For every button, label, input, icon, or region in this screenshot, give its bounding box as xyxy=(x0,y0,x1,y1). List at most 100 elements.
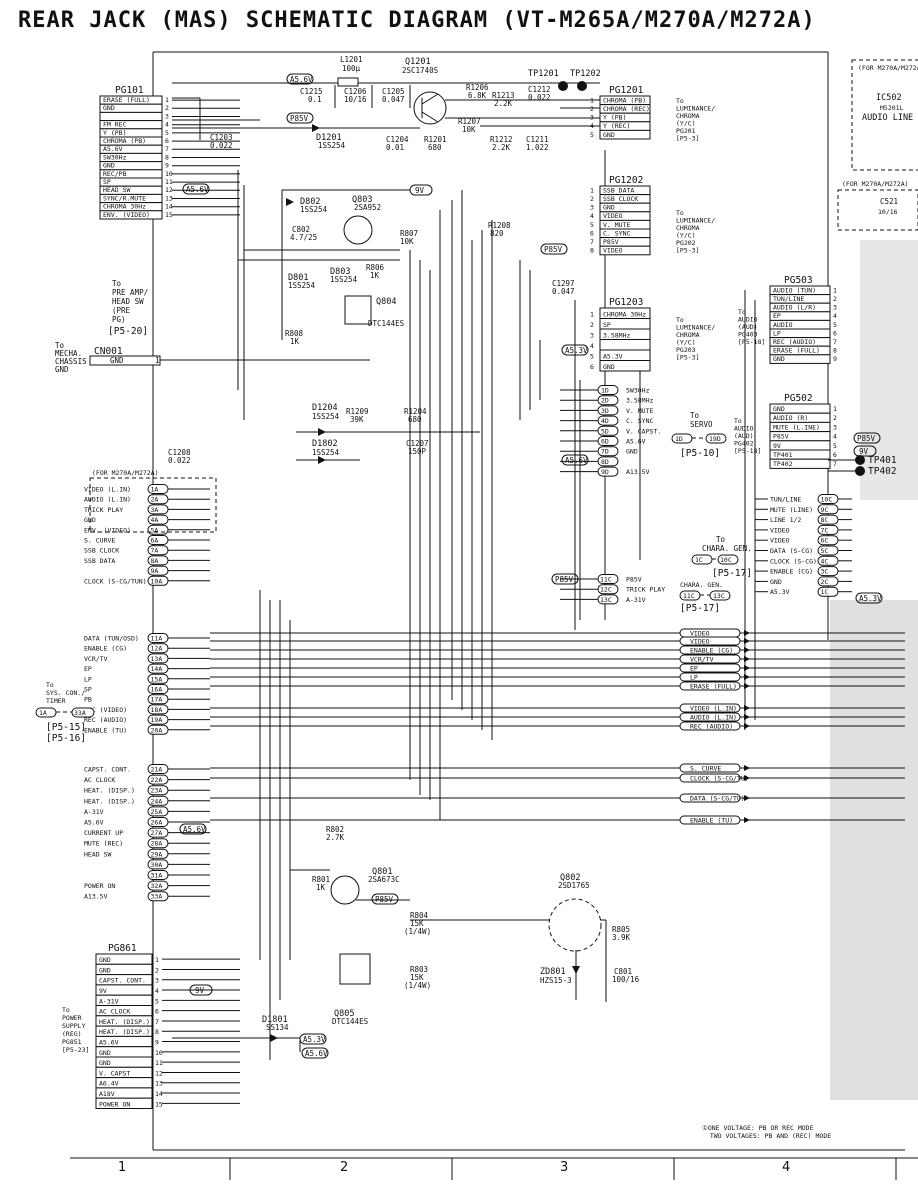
bus-tag xyxy=(679,636,741,646)
pg861-pin-num: 6 xyxy=(155,1008,159,1016)
syscon-a-oval-label: SSB CLOCK xyxy=(84,547,119,555)
q1201-stage: L1201 100μ Q1201 2SC1740S C1215 0.1 C120… xyxy=(172,55,601,152)
svg-text:To: To xyxy=(55,341,65,350)
syscon-b-oval-label: LP xyxy=(84,675,92,683)
d802-label: D802 xyxy=(300,197,320,207)
pg861-name: PG861 xyxy=(108,943,137,954)
charagen-right-oval-num: 7C xyxy=(821,526,829,534)
syscon-range-end-label: 33A xyxy=(74,709,86,717)
pg861-pin-num: 14 xyxy=(155,1090,163,1098)
svg-text:A5.3V: A5.3V xyxy=(565,346,588,355)
syscon-b-oval-label: EP xyxy=(84,665,92,673)
bus-label: DATA (S-CG/TU) xyxy=(690,795,745,803)
svg-text:PG): PG) xyxy=(112,315,126,324)
svg-text:0.022: 0.022 xyxy=(528,93,551,102)
pg101-pin-num: 2 xyxy=(165,104,169,112)
svg-text:TP402: TP402 xyxy=(868,466,897,477)
svg-text:C1203: C1203 xyxy=(210,133,233,142)
pg1203-pin-row xyxy=(599,360,651,372)
syscon-c-oval-label: MUTE (REC) xyxy=(84,840,123,848)
q804-label: Q804 xyxy=(376,297,396,307)
cn001-label: CN001 xyxy=(94,346,123,357)
pg502-pin-num: 5 xyxy=(833,442,837,450)
cn001: CN001 GND 1 To MECHA. CHASSIS GND xyxy=(55,341,370,374)
syscon-c-oval-num: 26A xyxy=(151,819,163,827)
svg-text:R805: R805 xyxy=(612,925,630,934)
pg502-pin-num: 3 xyxy=(833,423,837,431)
syscon-b-oval-label: REC (AUDIO) xyxy=(84,716,127,724)
q803-stage: D802 1SS254 C802 4.7/25 Q803 2SA952 R807… xyxy=(238,189,418,346)
svg-text:0.01: 0.01 xyxy=(386,143,404,152)
pg861-note-line: PG851 xyxy=(62,1038,82,1046)
pg1201-note-line: (Y/C) xyxy=(676,120,696,128)
pg503-pin-num: 7 xyxy=(833,338,837,346)
pg503-note-line: PG403 xyxy=(738,331,758,339)
charagen-oval-num: 13C xyxy=(600,596,612,604)
svg-text:P85V: P85V xyxy=(857,434,876,443)
svg-text:P85V: P85V xyxy=(375,895,394,904)
d803-label: D803 xyxy=(330,267,350,277)
charagen-right-page: [P5-17] xyxy=(712,568,752,579)
pg1202-pin-num: 6 xyxy=(590,229,594,237)
svg-text:CHASSIS: CHASSIS xyxy=(55,357,87,366)
charagen-page: [P5-17] xyxy=(680,603,720,614)
pg861-note-line: SUPPLY xyxy=(62,1022,86,1030)
pg861-pin-num: 12 xyxy=(155,1069,163,1077)
pg1202-pin-label: P85V xyxy=(603,238,619,246)
column-1: 1 xyxy=(118,1160,127,1175)
syscon-note-line: To xyxy=(46,681,54,689)
svg-text:(PRE: (PRE xyxy=(112,306,131,315)
svg-text:R1207: R1207 xyxy=(458,117,481,126)
bus-label: ENABLE (CG) xyxy=(690,647,733,655)
pg101-pin-num: 8 xyxy=(165,153,169,161)
pg503-pin-label: TUN/LINE xyxy=(773,295,804,303)
syscon-b-oval-label: VCR/TV xyxy=(84,655,108,663)
pg1201-pin-num: 5 xyxy=(590,131,594,139)
pg1201-pin-label: CHROMA (PB) xyxy=(603,96,646,104)
svg-text:R803: R803 xyxy=(410,965,428,974)
syscon-c-oval-label: HEAT. (DISP.) xyxy=(84,797,135,805)
pg503-pin-label: ERASE (FULL) xyxy=(773,347,820,355)
bus-label: EP xyxy=(690,665,698,673)
charagen-range-end-label: 13C xyxy=(713,592,725,600)
svg-text:SS134: SS134 xyxy=(266,1023,289,1032)
bus-tag xyxy=(679,681,741,691)
charagen-right-label: DATA (S-CG) xyxy=(770,547,813,555)
pg1201-note-line: PG201 xyxy=(676,127,696,135)
d1201-label: D1201 xyxy=(316,133,342,143)
zd801-label: ZD801 xyxy=(540,967,566,977)
svg-text:1SS254: 1SS254 xyxy=(300,205,328,214)
tp1201-dot xyxy=(558,81,568,91)
pg1202-pin-label: V. MUTE xyxy=(603,221,630,229)
pg502-note-line: PG402 xyxy=(734,440,754,448)
syscon-c-oval-num: 33A xyxy=(151,893,163,901)
charagen-right-label: GND xyxy=(770,578,782,586)
tp401-402: TP401 TP402 xyxy=(828,455,897,477)
q1201-label: Q1201 xyxy=(405,57,431,67)
charagen-right-oval-num: 1C xyxy=(821,588,829,596)
pg502-note-line: AUDIO xyxy=(734,425,754,433)
pg503-pin-label: GND xyxy=(773,355,785,363)
syscon-a-oval-label: CLOCK (S-CG/TUN) xyxy=(84,577,147,585)
bus-label: VIDEO xyxy=(690,638,710,646)
charagen-right-note: To xyxy=(716,535,726,544)
charagen-right-label: VIDEO xyxy=(770,537,790,545)
svg-text:HZS15-3: HZS15-3 xyxy=(540,976,572,985)
svg-text:39K: 39K xyxy=(350,415,364,424)
pg503-pin-num: 4 xyxy=(833,312,837,320)
svg-text:10/16: 10/16 xyxy=(344,95,367,104)
syscon-b-oval-label: ENABLE (CG) xyxy=(84,645,127,653)
pg503-pin-row xyxy=(769,354,831,364)
pg861-pin-num: 1 xyxy=(155,956,159,964)
column-ruler: 1 2 3 4 xyxy=(0,1158,918,1182)
svg-text:2SA952: 2SA952 xyxy=(354,203,381,212)
pg101-name: PG101 xyxy=(115,85,144,96)
pg502-note-line: [P5-18] xyxy=(734,447,761,455)
servo-oval-num: 9D xyxy=(601,468,609,476)
pg1201-note-line: To xyxy=(676,97,684,105)
pg861-note-line: To xyxy=(62,1006,70,1014)
svg-text:10K: 10K xyxy=(462,125,476,134)
